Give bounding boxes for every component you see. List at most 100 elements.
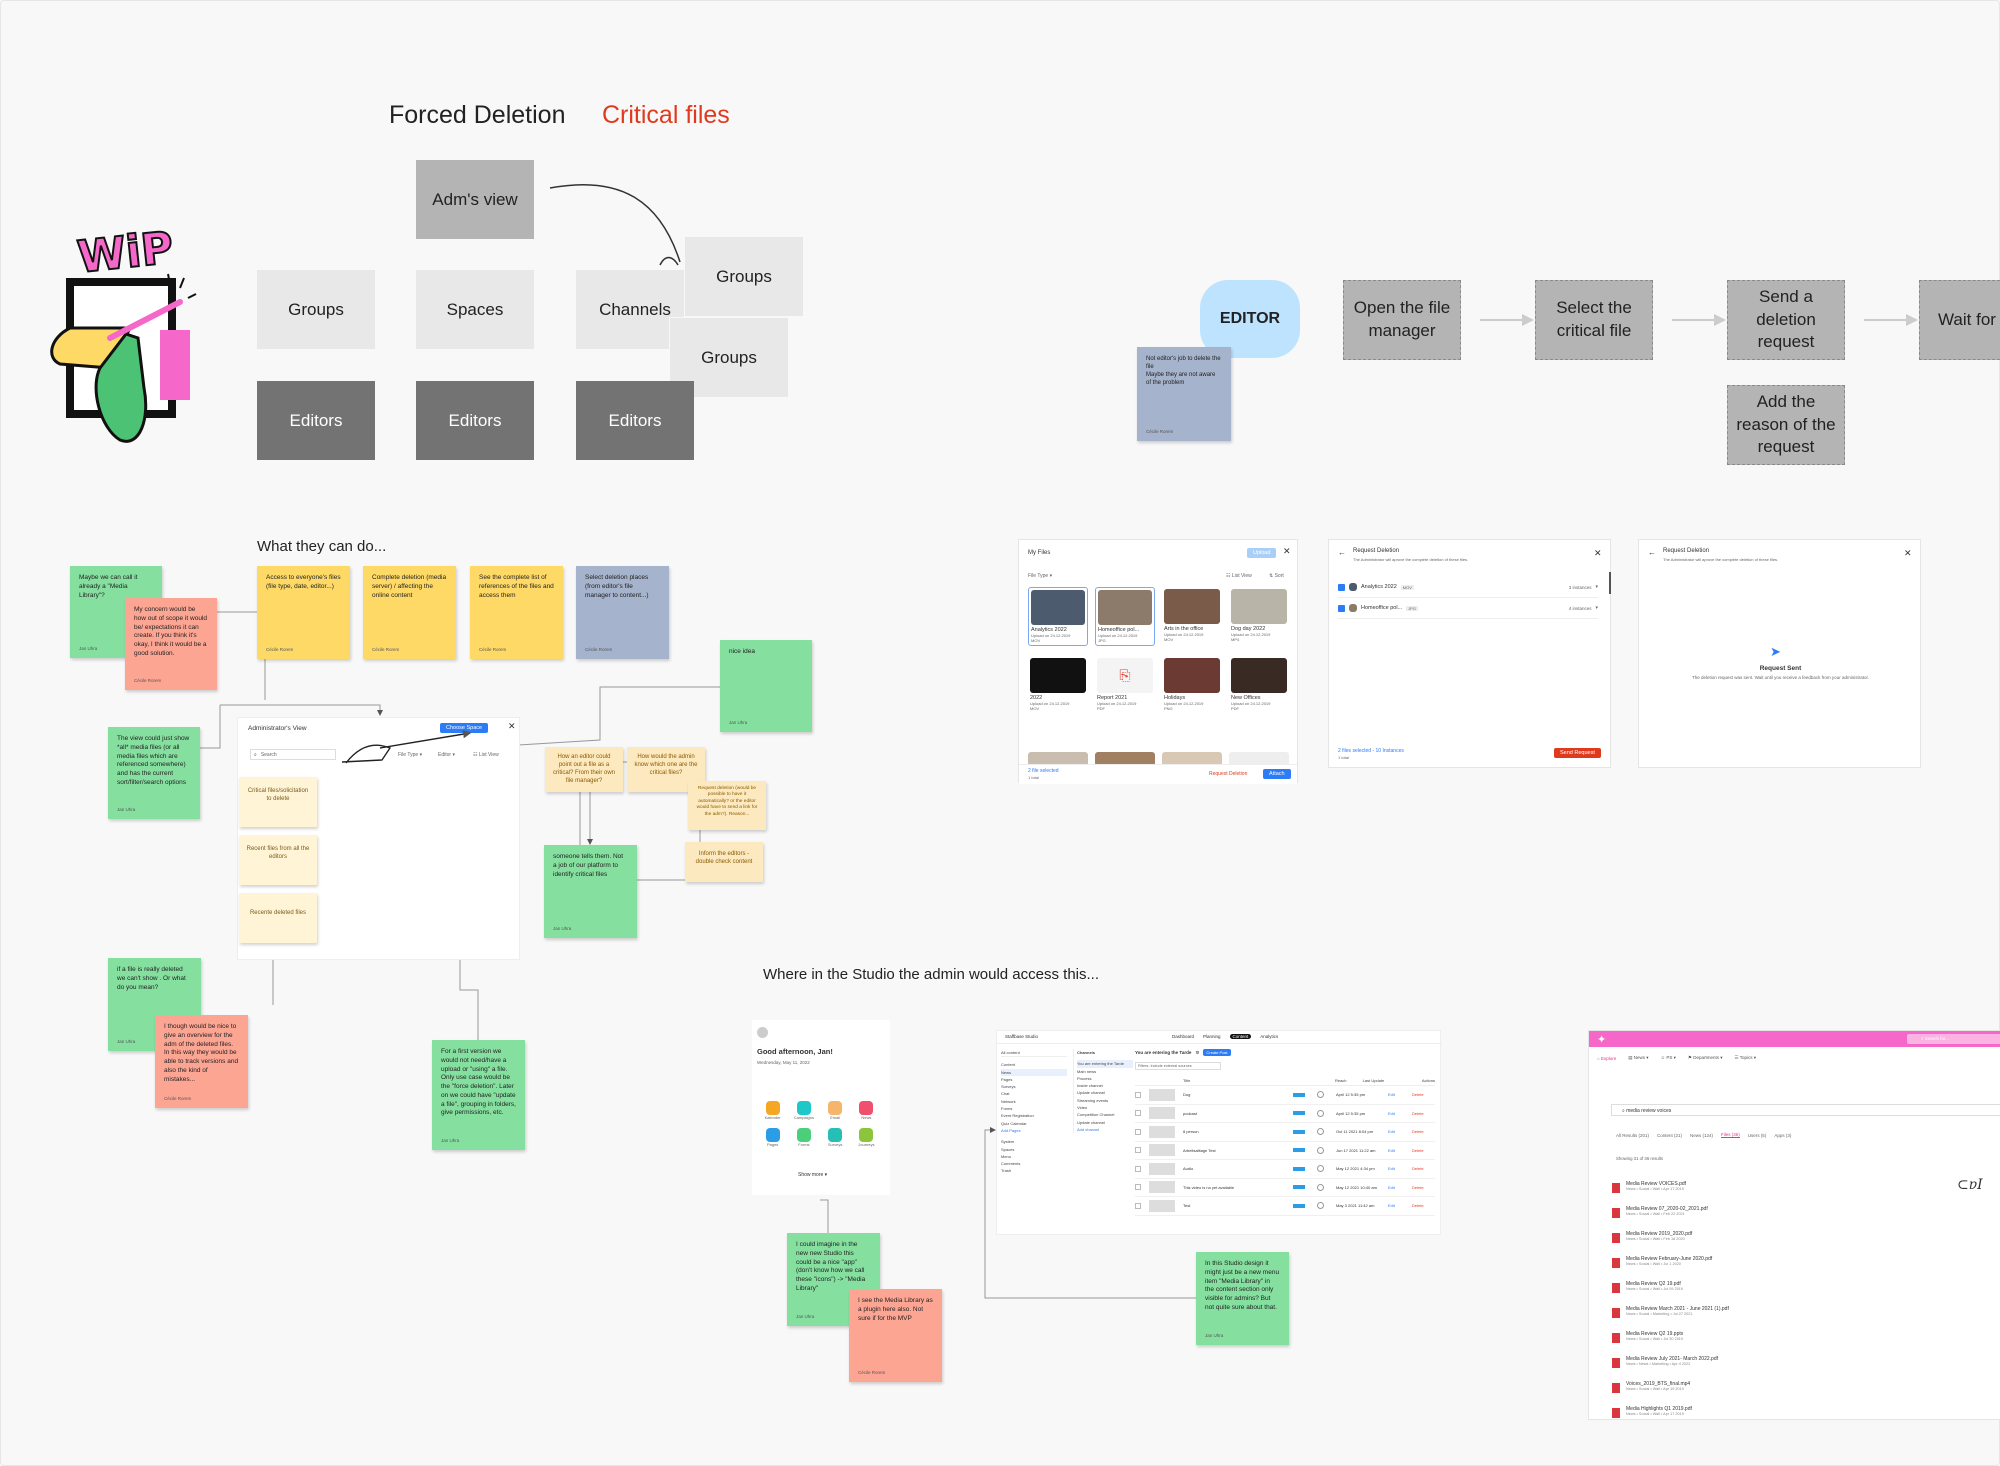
source-filter[interactable]: Filters: Include external sources <box>1135 1062 1221 1070</box>
create-post-button[interactable]: Create Post <box>1203 1049 1231 1056</box>
app-kalender[interactable]: Kalender <box>757 1101 788 1120</box>
edit-button[interactable]: Edit <box>1388 1147 1395 1153</box>
sidebar-item[interactable]: Surveys <box>1001 1084 1016 1090</box>
avatar[interactable] <box>757 1027 768 1038</box>
sidebar-item[interactable]: Content <box>1001 1062 1016 1068</box>
filter-file-type[interactable]: File Type ▾ <box>398 752 423 758</box>
channel-item[interactable]: Add channel <box>1077 1126 1100 1132</box>
edit-button[interactable]: Edit <box>1388 1166 1395 1172</box>
channel-item[interactable]: Update channel <box>1077 1090 1106 1096</box>
checkbox[interactable] <box>1135 1184 1141 1191</box>
sort-button[interactable]: ⇅ Sort <box>1269 573 1284 579</box>
tab-departments[interactable]: ⚑ Departments ▾ <box>1687 1055 1723 1060</box>
tab-ps[interactable]: ☺ PS ▾ <box>1660 1055 1676 1060</box>
list-view-toggle[interactable]: ☷ List View <box>473 752 499 758</box>
delete-button[interactable]: Delete <box>1412 1203 1424 1209</box>
close-icon[interactable]: ✕ <box>508 721 516 731</box>
instances-dropdown[interactable]: 4 instances <box>1568 605 1592 611</box>
channel-item[interactable]: Update channel <box>1077 1119 1106 1125</box>
sidebar-item[interactable]: Event Registration <box>1001 1113 1034 1119</box>
edit-button[interactable]: Edit <box>1388 1184 1395 1190</box>
close-icon[interactable]: ✕ <box>1904 548 1912 558</box>
scrollbar[interactable] <box>1609 572 1611 594</box>
nav-content[interactable]: Content <box>1229 1034 1252 1039</box>
back-arrow-icon[interactable]: ← <box>1648 548 1656 557</box>
checkbox-checked[interactable] <box>1338 604 1345 612</box>
sidebar-item[interactable]: Pages <box>1001 1076 1013 1082</box>
delete-button[interactable]: Delete <box>1412 1092 1424 1098</box>
request-item[interactable]: Analytics 2022 MOV 3 instances▾ <box>1338 583 1598 598</box>
card-deleted-files[interactable]: Recente deleted files <box>239 893 317 943</box>
sidebar-item[interactable]: Spaces <box>1001 1146 1015 1152</box>
delete-button[interactable]: Delete <box>1412 1110 1424 1116</box>
card-critical-files[interactable]: Critical files/solicitation to delete <box>239 777 317 827</box>
choose-space-button[interactable]: Choose Space <box>440 723 489 733</box>
filter-apps[interactable]: Apps (3) <box>1774 1132 1792 1138</box>
file-type-filter[interactable]: File Type ▾ <box>1028 573 1053 579</box>
sidebar-item[interactable]: Comments <box>1001 1161 1021 1167</box>
channel-item[interactable]: Streaming events <box>1077 1097 1109 1103</box>
filter-files[interactable]: Files (36) <box>1721 1132 1740 1138</box>
tab-news[interactable]: ▤ News ▾ <box>1628 1055 1649 1060</box>
instances-dropdown[interactable]: 3 instances <box>1568 584 1592 590</box>
checkbox[interactable] <box>1135 1128 1141 1135</box>
checkbox[interactable] <box>1135 1110 1141 1117</box>
sidebar-item[interactable]: Forms <box>1001 1106 1013 1112</box>
delete-button[interactable]: Delete <box>1412 1184 1424 1190</box>
request-deletion-link[interactable]: Request Deletion <box>1209 771 1248 777</box>
app-pages[interactable]: Pages <box>757 1128 788 1147</box>
upload-button[interactable]: Upload <box>1247 548 1277 558</box>
list-view-toggle[interactable]: ☷ List View <box>1226 573 1252 579</box>
filter-all[interactable]: All Results (201) <box>1616 1132 1650 1138</box>
checkbox-checked[interactable] <box>1338 583 1345 591</box>
channel-item[interactable]: Inside channel <box>1077 1083 1103 1089</box>
sidebar-item[interactable]: All content <box>1001 1049 1067 1058</box>
send-request-button[interactable]: Send Request <box>1554 748 1601 758</box>
delete-button[interactable]: Delete <box>1412 1147 1424 1153</box>
attach-button[interactable]: Attach <box>1263 769 1291 779</box>
delete-button[interactable]: Delete <box>1412 1166 1424 1172</box>
channel-item[interactable]: You are entering the Tarde <box>1077 1060 1133 1068</box>
back-arrow-icon[interactable]: ← <box>1338 548 1346 557</box>
checkbox[interactable] <box>1135 1091 1141 1098</box>
edit-button[interactable]: Edit <box>1388 1110 1395 1116</box>
checkbox[interactable] <box>1135 1165 1141 1172</box>
nav-dashboard[interactable]: Dashboard <box>1172 1034 1195 1039</box>
gear-icon[interactable]: ⚙ <box>1195 1049 1200 1055</box>
sidebar-item[interactable]: Trash <box>1001 1168 1012 1174</box>
sidebar-item[interactable]: News <box>1001 1068 1067 1076</box>
edit-button[interactable]: Edit <box>1388 1092 1395 1098</box>
filter-editor[interactable]: Editor ▾ <box>438 752 455 758</box>
search-query-input[interactable]: ⌕ media review voices <box>1611 1104 2000 1116</box>
app-campaigns[interactable]: Campaigns <box>788 1101 819 1120</box>
nav-planning[interactable]: Planning <box>1203 1034 1221 1039</box>
card-recent-files[interactable]: Recent files from all the editors <box>239 835 317 885</box>
request-item[interactable]: Homeoffice pol... JPG 4 instances▾ <box>1338 604 1598 619</box>
show-more-button[interactable]: Show more ▾ <box>798 1172 828 1178</box>
global-search-input[interactable]: ⌕ Search for... <box>1907 1034 2000 1044</box>
filter-content[interactable]: Content (21) <box>1657 1132 1683 1138</box>
edit-button[interactable]: Edit <box>1388 1129 1395 1135</box>
sidebar-item[interactable]: Network <box>1001 1098 1016 1104</box>
channel-item[interactable]: Video <box>1077 1105 1088 1111</box>
tab-topics[interactable]: ☰ Topics ▾ <box>1734 1055 1756 1060</box>
admin-search-input[interactable]: ⌕Search <box>250 749 336 760</box>
